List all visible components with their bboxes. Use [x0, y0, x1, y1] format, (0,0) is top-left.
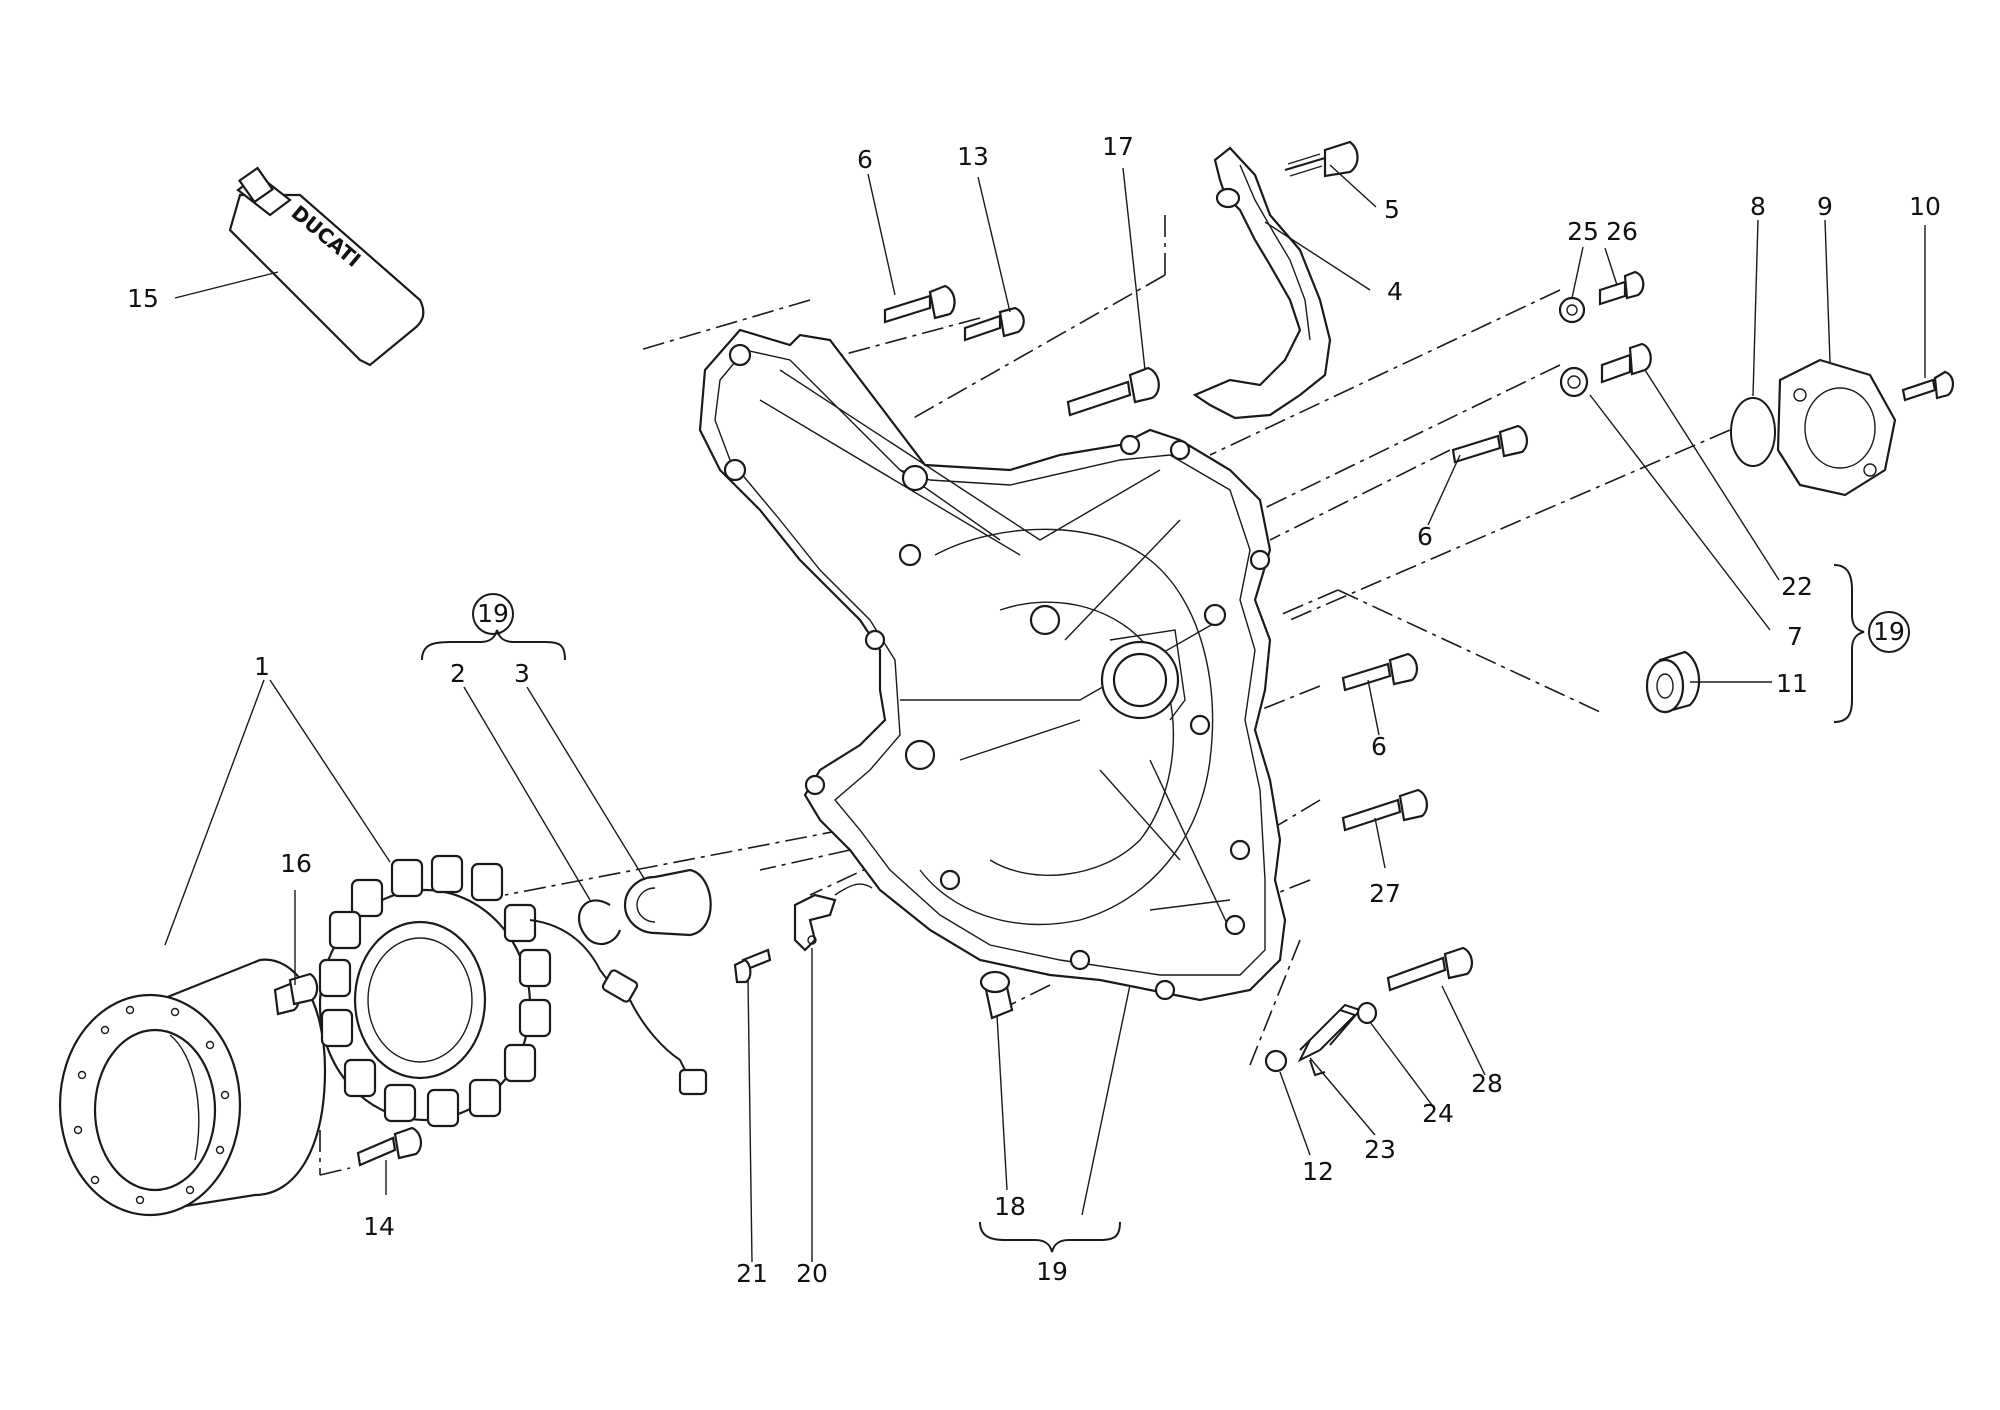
plug-22 — [1600, 342, 1652, 384]
callout-21: 21 — [736, 1259, 768, 1288]
callout-3: 3 — [514, 659, 530, 688]
callout-6-top: 6 — [857, 145, 873, 174]
flange-cover-9 — [1776, 358, 1897, 497]
callout-labels: 1 2 3 4 5 6 6 6 7 8 9 10 11 12 13 14 15 … — [127, 132, 1941, 1288]
mounting-bracket — [1192, 146, 1332, 420]
callout-5: 5 — [1384, 195, 1400, 224]
callout-9: 9 — [1817, 192, 1833, 221]
generator-rotor — [58, 958, 327, 1217]
callout-13: 13 — [957, 142, 989, 171]
screw-14 — [356, 1126, 422, 1167]
callout-23: 23 — [1364, 1135, 1396, 1164]
callout-2: 2 — [450, 659, 466, 688]
callout-27: 27 — [1369, 879, 1401, 908]
screw-21 — [733, 948, 772, 984]
washer-12 — [1264, 1049, 1288, 1073]
spacer-18 — [979, 970, 1014, 1020]
screw-16 — [273, 972, 319, 1016]
sealant-tube — [228, 166, 425, 367]
callout-17: 17 — [1102, 132, 1134, 161]
callout-20: 20 — [796, 1259, 828, 1288]
spring-clip-23 — [1297, 1003, 1362, 1077]
braces — [421, 564, 1865, 1253]
callout-11: 11 — [1776, 669, 1808, 698]
callout-19-bottom: 19 — [1036, 1257, 1068, 1286]
callout-22: 22 — [1781, 572, 1813, 601]
callout-26: 26 — [1606, 217, 1638, 246]
screw-13 — [963, 306, 1025, 342]
screw-10 — [1901, 370, 1954, 402]
callout-8: 8 — [1750, 192, 1766, 221]
washer-7 — [1559, 366, 1589, 398]
circle-marker — [1868, 611, 1910, 653]
callout-24: 24 — [1422, 1099, 1454, 1128]
screw-17 — [1066, 366, 1160, 417]
callout-25: 25 — [1567, 217, 1599, 246]
callout-4: 4 — [1387, 277, 1403, 306]
callout-12: 12 — [1302, 1157, 1334, 1186]
screw-6-right — [1451, 424, 1528, 464]
bearing — [623, 868, 712, 937]
callout-19-right: 19 — [1873, 617, 1905, 646]
callout-7: 7 — [1787, 622, 1803, 651]
o-ring-8 — [1730, 397, 1776, 467]
generator-stator — [318, 854, 708, 1128]
callout-6-mid: 6 — [1371, 732, 1387, 761]
plug-26 — [1598, 270, 1645, 306]
seal-11 — [1645, 650, 1701, 714]
screw-6-mid — [1341, 652, 1418, 692]
callout-15: 15 — [127, 284, 159, 313]
callout-28: 28 — [1471, 1069, 1503, 1098]
circlip — [577, 899, 622, 946]
callout-1: 1 — [254, 652, 270, 681]
circle-marker — [472, 593, 514, 635]
callout-18: 18 — [994, 1192, 1026, 1221]
callout-6-right: 6 — [1417, 522, 1433, 551]
leader-lines — [164, 164, 1926, 1263]
generator-cover — [698, 328, 1287, 1002]
callout-10: 10 — [1909, 192, 1941, 221]
callout-19-left: 19 — [477, 599, 509, 628]
callout-14: 14 — [363, 1212, 395, 1241]
cable-clamp-20 — [793, 883, 873, 952]
washer-24 — [1356, 1001, 1378, 1025]
screw-5 — [1284, 140, 1359, 178]
screw-6-top — [883, 284, 956, 324]
washer-25 — [1558, 296, 1586, 324]
screw-27 — [1341, 788, 1428, 832]
screw-28 — [1386, 946, 1473, 992]
callout-16: 16 — [280, 849, 312, 878]
